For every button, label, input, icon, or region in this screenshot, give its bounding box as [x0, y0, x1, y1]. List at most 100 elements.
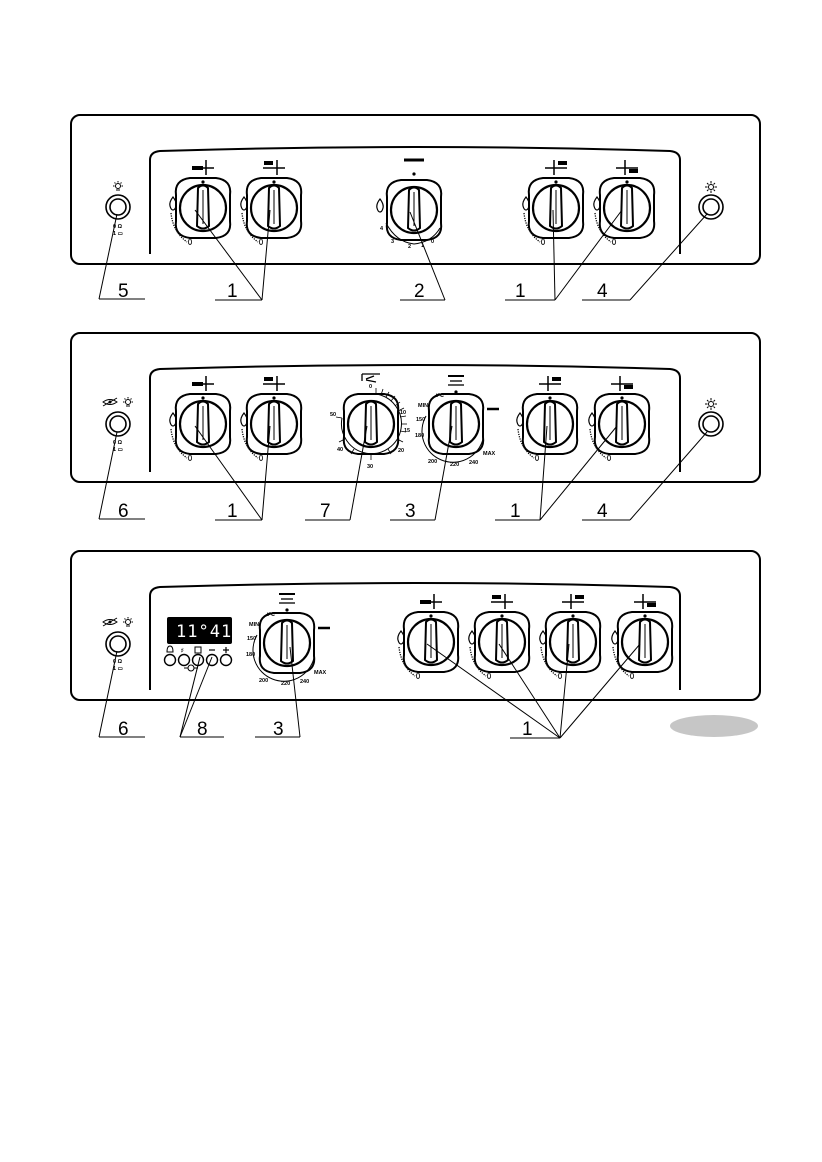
grill-scale-label: 0 [431, 239, 434, 245]
ignition-button [698, 194, 724, 220]
thermostat-label: MAX [314, 670, 327, 676]
lamp-off-icon [102, 617, 118, 627]
burner-knob [468, 610, 531, 679]
callout-number: 8 [197, 719, 208, 740]
leader-lines [98, 425, 708, 521]
grill-scale-label: 1 [421, 243, 424, 249]
grill-icon [404, 158, 424, 176]
oven-icon [278, 592, 296, 613]
callout-number: 5 [118, 281, 129, 302]
burner-knob [611, 610, 674, 679]
gray-oval-marker [670, 715, 758, 737]
timer-icon [361, 373, 380, 383]
ignition-spark-icon [704, 397, 718, 411]
callout-number: 1 [515, 281, 526, 302]
thermostat-label: 150 [416, 417, 425, 423]
grill-scale-label: 2 [408, 244, 411, 250]
oven-thermostat-knob: MIN 150 180 200 220 240 MAX t°C [246, 611, 327, 687]
panel-3: 11°41 ♯ [70, 550, 761, 740]
oven-thermostat-knob: MIN 150 180 200 220 240 MAX t°C [415, 392, 496, 468]
clock-icon [184, 664, 198, 672]
callout-number: 1 [522, 719, 533, 740]
end-time-icon [194, 646, 202, 654]
thermostat-label: 180 [246, 652, 255, 658]
thermostat-label: MIN [418, 403, 428, 409]
timer-scale-label: 15 [404, 428, 410, 434]
grill-scale-label: 4 [380, 226, 384, 232]
oven-icon [447, 374, 465, 395]
thermostat-label: MIN [249, 622, 259, 628]
timer-scale-label: 0 [369, 384, 372, 390]
svg-text:♯: ♯ [181, 648, 184, 654]
callout-number: 7 [320, 501, 331, 522]
callout-number: 4 [597, 281, 608, 302]
burner-position-icon [262, 375, 286, 401]
timer-scale-label: 20 [398, 448, 404, 454]
thermostat-label: 200 [259, 678, 268, 684]
thermostat-label: MAX [483, 451, 496, 457]
callout-number: 1 [510, 501, 521, 522]
panel-1: 4 3 2 1 0 [70, 114, 761, 302]
thermostat-label: 240 [300, 679, 309, 685]
timer-knob: 0 10 15 20 30 40 50 [330, 384, 410, 470]
burner-knob [593, 176, 656, 245]
thermostat-unit: t°C [267, 612, 275, 618]
leader-lines [98, 643, 641, 739]
burner-position-icon [191, 375, 215, 401]
thermostat-label: 150 [247, 636, 256, 642]
lamp-icon [112, 180, 124, 191]
timer-scale-label: 10 [400, 410, 406, 416]
leader-lines [98, 209, 708, 301]
clock-buttons [163, 653, 233, 667]
burner-position-icon [490, 593, 514, 619]
bell-icon [166, 645, 174, 653]
panel-2: 0 10 15 20 30 40 50 MIN 150 180 200 220 … [70, 332, 761, 522]
callout-number: 2 [414, 281, 425, 302]
callout-number: 6 [118, 501, 129, 522]
grill-knob: 4 3 2 1 0 [376, 178, 443, 250]
burner-knob [240, 176, 303, 245]
lamp-button [105, 194, 131, 220]
plus-icon [223, 647, 229, 653]
lamp-button [105, 411, 131, 437]
thermostat-label: 220 [281, 681, 290, 687]
thermostat-label: 220 [450, 462, 459, 468]
burner-knob [539, 610, 602, 679]
burner-position-icon [615, 159, 639, 185]
burner-position-icon [544, 159, 568, 185]
callout-number: 6 [118, 719, 129, 740]
burner-position-icon [419, 593, 443, 619]
lamp-icon [122, 396, 134, 407]
burner-knob [169, 176, 232, 245]
thermostat-label: 240 [469, 460, 478, 466]
burner-knob [240, 392, 303, 461]
lamp-off-icon [102, 397, 118, 407]
timer-scale-label: 40 [337, 447, 343, 453]
burner-position-icon [561, 593, 585, 619]
callout-number: 3 [273, 719, 284, 740]
callout-number: 1 [227, 501, 238, 522]
digital-clock: 11°41 ♯ [163, 617, 233, 672]
callout-number: 3 [405, 501, 416, 522]
callout-number: 4 [597, 501, 608, 522]
burner-knob [588, 392, 651, 461]
ignition-spark-icon [704, 180, 718, 194]
lamp-icon [122, 616, 134, 627]
lamp-button [105, 631, 131, 657]
thermostat-unit: t°C [436, 393, 444, 399]
burner-position-icon [262, 159, 286, 185]
cook-time-icon: ♯ [181, 648, 184, 654]
timer-scale-label: 30 [367, 464, 373, 470]
clock-display: 11°41 [176, 622, 232, 642]
burner-knob [169, 392, 232, 461]
timer-scale-label: 50 [330, 412, 336, 418]
burner-position-icon [191, 159, 215, 185]
callout-number: 1 [227, 281, 238, 302]
burner-position-icon [538, 375, 562, 401]
thermostat-label: 180 [415, 433, 424, 439]
ignition-button [698, 411, 724, 437]
burner-position-icon [633, 593, 657, 619]
burner-position-icon [610, 375, 634, 401]
grill-scale-label: 3 [391, 239, 394, 245]
